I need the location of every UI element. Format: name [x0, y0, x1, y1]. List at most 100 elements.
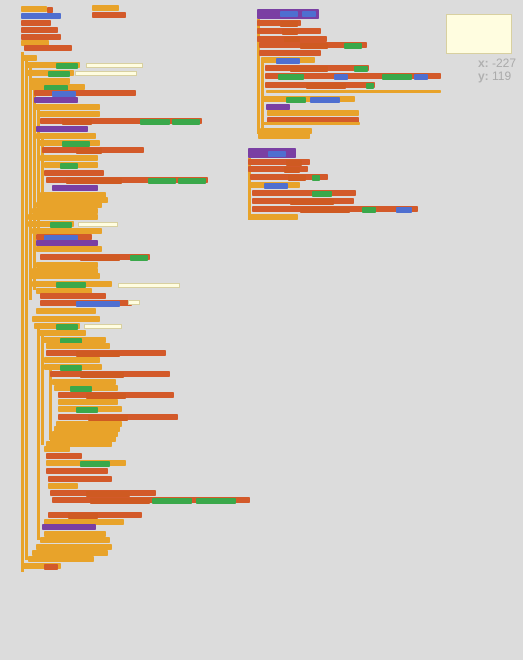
code-block[interactable] — [36, 133, 96, 139]
code-block[interactable] — [62, 119, 92, 125]
code-block[interactable] — [382, 74, 412, 80]
code-block[interactable] — [56, 282, 86, 288]
code-block[interactable] — [152, 498, 192, 504]
code-block[interactable] — [52, 497, 250, 503]
code-block[interactable] — [36, 288, 92, 294]
code-block[interactable] — [88, 415, 128, 421]
code-block[interactable] — [52, 185, 98, 191]
code-block[interactable] — [28, 214, 98, 220]
code-block[interactable] — [40, 537, 110, 543]
code-block[interactable] — [48, 483, 78, 489]
code-block[interactable] — [56, 63, 78, 69]
code-block[interactable] — [44, 357, 100, 363]
code-block[interactable] — [21, 6, 47, 12]
code-block[interactable] — [32, 268, 98, 274]
code-block[interactable] — [60, 163, 78, 169]
code-block[interactable] — [263, 96, 355, 102]
code-block[interactable] — [60, 365, 82, 371]
code-block[interactable] — [86, 393, 126, 399]
code-block[interactable] — [76, 148, 102, 154]
code-block[interactable] — [92, 5, 119, 11]
code-block[interactable] — [36, 246, 102, 252]
code-block[interactable] — [267, 117, 359, 123]
code-block[interactable] — [286, 97, 306, 103]
code-block[interactable] — [268, 151, 286, 157]
code-block[interactable] — [267, 110, 359, 116]
comment-bubble[interactable] — [75, 71, 137, 76]
comment-bubble[interactable] — [78, 222, 118, 227]
code-block[interactable] — [58, 399, 118, 405]
code-block[interactable] — [48, 71, 70, 77]
code-block[interactable] — [280, 11, 298, 17]
code-block[interactable] — [366, 83, 374, 89]
code-block[interactable] — [40, 155, 98, 161]
code-block[interactable] — [284, 167, 300, 173]
code-block[interactable] — [34, 90, 136, 96]
code-block[interactable] — [62, 141, 90, 147]
code-block[interactable] — [259, 50, 321, 56]
code-block[interactable] — [288, 175, 306, 181]
code-block[interactable] — [42, 524, 96, 530]
code-block[interactable] — [92, 12, 126, 18]
code-block[interactable] — [264, 183, 288, 189]
code-block[interactable] — [70, 386, 92, 392]
code-block[interactable] — [28, 556, 94, 562]
code-block[interactable] — [265, 73, 441, 79]
code-block[interactable] — [36, 308, 96, 314]
code-block[interactable] — [344, 43, 362, 49]
code-block[interactable] — [76, 351, 120, 357]
code-block[interactable] — [38, 330, 86, 336]
code-block[interactable] — [252, 190, 356, 196]
code-block[interactable] — [34, 104, 100, 110]
code-block[interactable] — [50, 436, 116, 442]
code-block[interactable] — [38, 111, 100, 117]
code-block[interactable] — [30, 273, 100, 279]
code-block[interactable] — [362, 207, 376, 213]
code-block[interactable] — [34, 97, 78, 103]
code-block[interactable] — [300, 207, 350, 213]
code-block[interactable] — [68, 513, 98, 519]
code-block[interactable] — [248, 166, 308, 172]
code-block[interactable] — [40, 293, 106, 299]
comment-bubble[interactable] — [86, 63, 143, 68]
code-block[interactable] — [32, 208, 98, 214]
code-block[interactable] — [40, 192, 106, 198]
code-block[interactable] — [40, 118, 202, 124]
code-block[interactable] — [32, 228, 102, 234]
code-block[interactable] — [76, 301, 120, 307]
code-block[interactable] — [36, 240, 98, 246]
code-block[interactable] — [46, 468, 108, 474]
code-block[interactable] — [312, 191, 332, 197]
code-block[interactable] — [266, 90, 441, 93]
code-block[interactable] — [26, 62, 80, 68]
code-block[interactable] — [46, 343, 110, 349]
code-block[interactable] — [290, 199, 334, 205]
code-block[interactable] — [76, 407, 98, 413]
code-block[interactable] — [172, 119, 200, 125]
code-block[interactable] — [306, 83, 346, 89]
comment-bubble[interactable] — [84, 324, 122, 329]
code-block[interactable] — [52, 91, 76, 97]
code-block[interactable] — [44, 235, 78, 241]
code-block[interactable] — [46, 177, 208, 183]
code-block[interactable] — [44, 446, 70, 452]
code-block[interactable] — [280, 21, 298, 27]
code-block[interactable] — [257, 20, 301, 26]
code-block[interactable] — [260, 128, 312, 134]
code-block[interactable] — [80, 461, 110, 467]
code-block[interactable] — [414, 74, 428, 80]
code-block[interactable] — [44, 170, 104, 176]
code-block[interactable] — [310, 97, 340, 103]
code-block[interactable] — [334, 74, 348, 80]
code-block[interactable] — [44, 564, 58, 570]
code-block[interactable] — [24, 45, 72, 51]
code-block[interactable] — [21, 13, 61, 19]
code-block[interactable] — [86, 491, 130, 497]
code-block[interactable] — [48, 476, 112, 482]
code-block[interactable] — [47, 7, 53, 13]
code-block[interactable] — [56, 324, 78, 330]
code-block[interactable] — [290, 66, 328, 72]
code-block[interactable] — [21, 40, 49, 46]
code-block[interactable] — [50, 222, 72, 228]
